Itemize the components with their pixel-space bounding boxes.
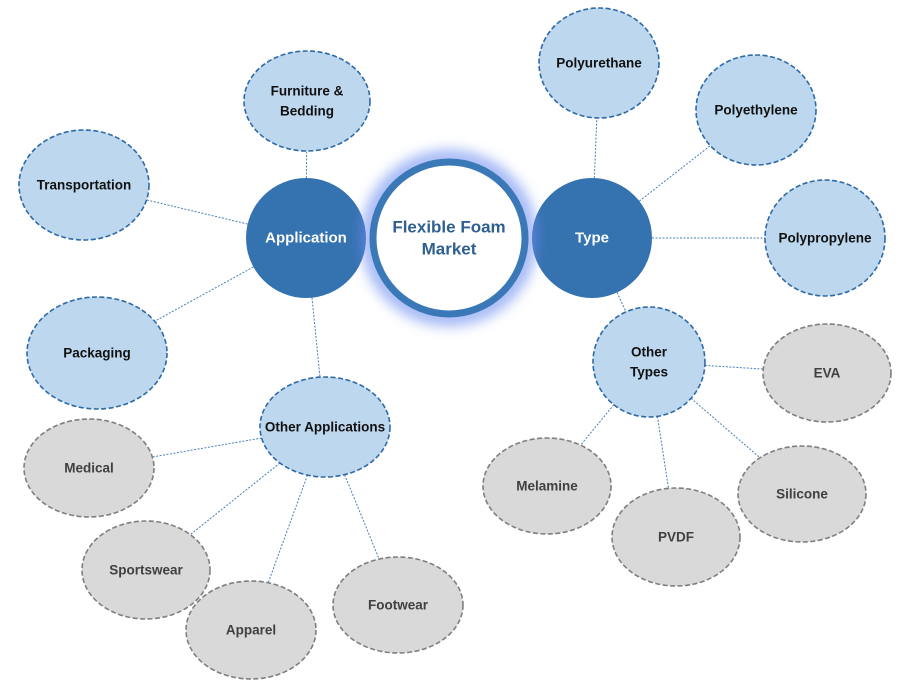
connector-other-types-pvdf (657, 416, 668, 488)
hub-node-application[interactable]: Application (246, 178, 366, 298)
connector-type-polyethylene (639, 146, 710, 201)
node-polypropylene[interactable]: Polypropylene (765, 180, 885, 296)
node-packaging-label: Packaging (63, 346, 131, 361)
center-circle (373, 162, 525, 314)
node-pvdf-label: PVDF (658, 530, 694, 545)
connector-other-applications-footwear (345, 475, 380, 559)
node-pvdf[interactable]: PVDF (612, 488, 740, 586)
node-apparel-label: Apparel (226, 623, 276, 638)
node-polypropylene-label: Polypropylene (778, 231, 872, 246)
node-medical-label: Medical (64, 461, 114, 476)
node-other-applications[interactable]: Other Applications (260, 377, 390, 477)
node-eva-label: EVA (814, 366, 841, 381)
node-other-types-label-line-2: Types (630, 365, 668, 380)
center-label-line-1: Flexible Foam (392, 218, 505, 237)
hub-node-type[interactable]: Type (532, 178, 652, 298)
connector-type-polyurethane (594, 118, 596, 178)
node-melamine[interactable]: Melamine (483, 438, 611, 534)
node-polyethylene[interactable]: Polyethylene (696, 55, 816, 165)
node-transportation-label: Transportation (37, 178, 132, 193)
node-polyurethane-label: Polyurethane (556, 56, 642, 71)
node-other-applications-label: Other Applications (265, 420, 385, 435)
connector-type-other-types (617, 293, 626, 312)
node-furniture-label-line-1: Furniture & (271, 84, 344, 99)
node-other-types-label-line-1: Other (631, 345, 668, 360)
node-silicone-label: Silicone (776, 487, 828, 502)
node-eva[interactable]: EVA (763, 324, 891, 422)
connector-other-types-melamine (581, 405, 614, 445)
connector-other-applications-sportswear (190, 463, 280, 535)
node-sportswear[interactable]: Sportswear (82, 521, 210, 619)
node-silicone[interactable]: Silicone (738, 446, 866, 542)
node-ellipse-furniture (244, 51, 370, 151)
node-polyethylene-label: Polyethylene (714, 103, 798, 118)
node-footwear-label: Footwear (368, 598, 429, 613)
hub-label-type: Type (575, 230, 609, 247)
node-furniture[interactable]: Furniture & Bedding (244, 51, 370, 151)
connector-application-transportation (147, 200, 248, 224)
node-packaging[interactable]: Packaging (27, 297, 167, 409)
connector-other-types-silicone (691, 398, 760, 457)
node-medical[interactable]: Medical (24, 419, 154, 517)
connector-other-types-eva (705, 365, 763, 369)
node-transportation[interactable]: Transportation (19, 130, 149, 240)
center-label-line-2: Market (422, 240, 477, 259)
connector-other-applications-medical (152, 438, 261, 457)
hub-label-application: Application (265, 230, 347, 247)
node-furniture-label-line-2: Bedding (280, 104, 334, 119)
node-apparel[interactable]: Apparel (186, 581, 316, 679)
connector-other-applications-apparel (268, 475, 307, 583)
node-ellipse-other-types (593, 307, 705, 417)
node-polyurethane[interactable]: Polyurethane (539, 8, 659, 118)
connector-application-other-applications (312, 298, 320, 377)
node-melamine-label: Melamine (516, 479, 578, 494)
connector-application-packaging (155, 267, 254, 321)
node-footwear[interactable]: Footwear (333, 557, 463, 653)
node-sportswear-label: Sportswear (109, 563, 183, 578)
